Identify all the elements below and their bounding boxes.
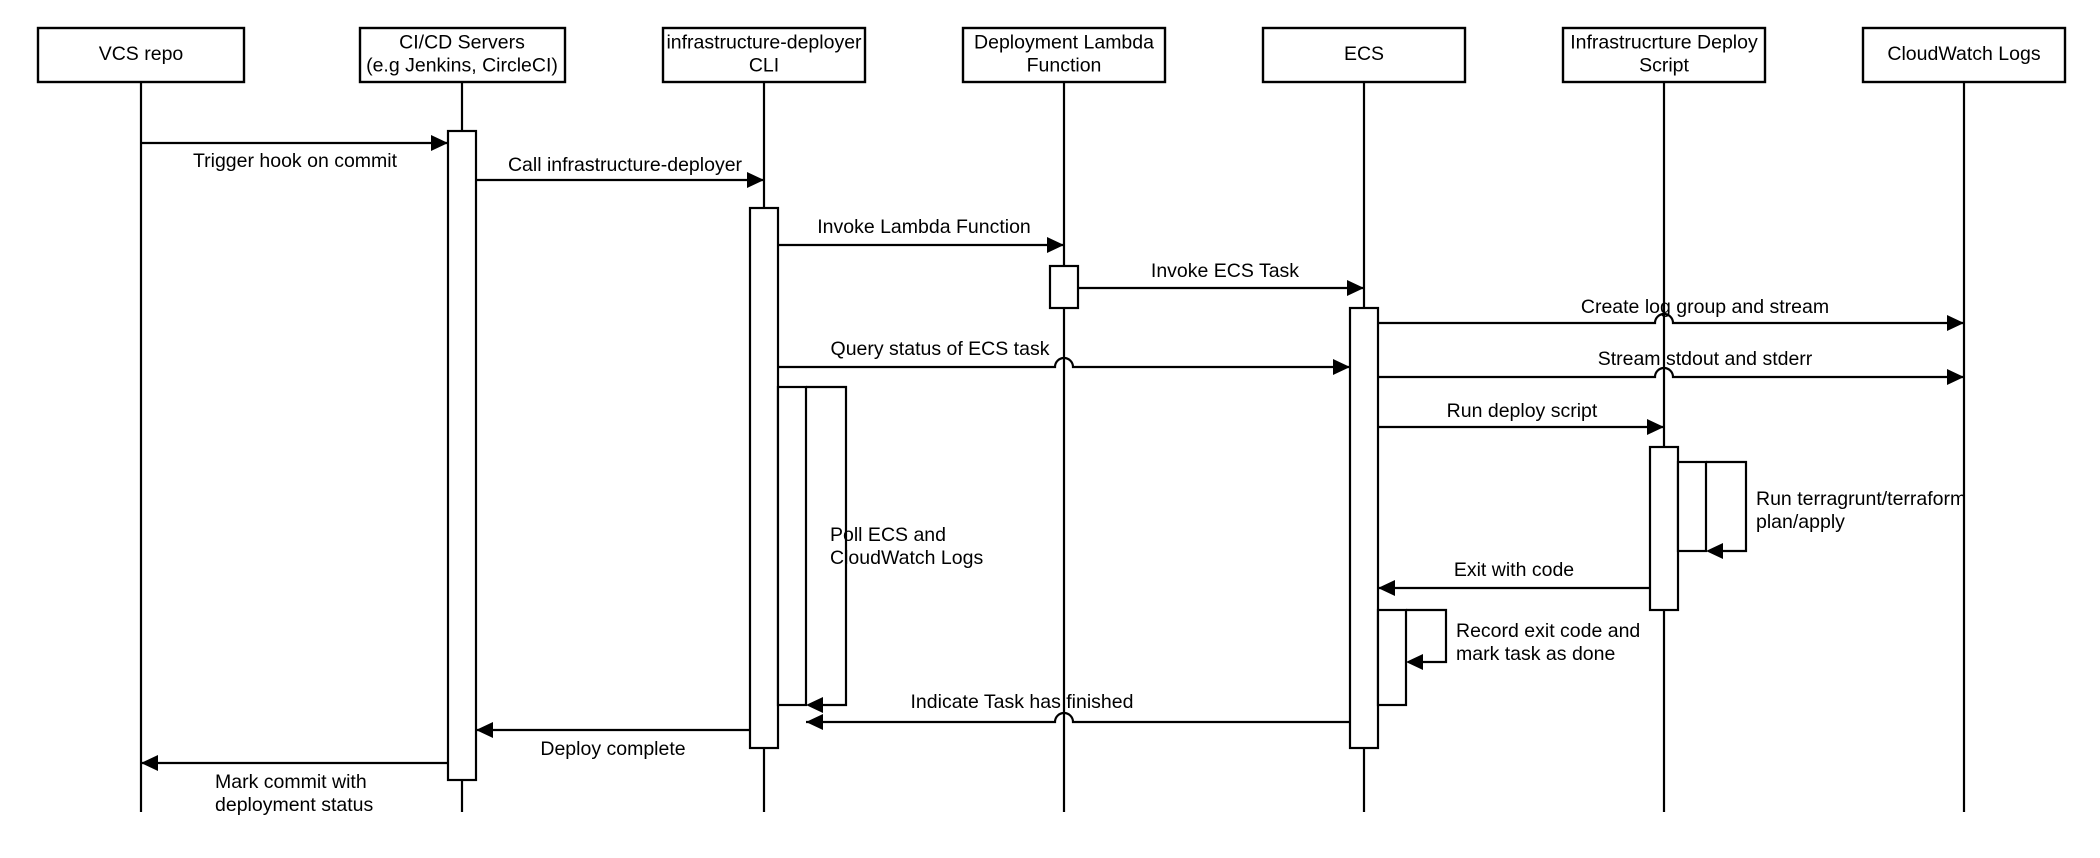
- participant-cicd[interactable]: CI/CD Servers(e.g Jenkins, CircleCI): [358, 26, 567, 84]
- participant-cloudwatch[interactable]: CloudWatch Logs: [1861, 26, 2067, 84]
- participant-label: CI/CD Servers(e.g Jenkins, CircleCI): [366, 32, 558, 77]
- message-m9: Exit with code: [1378, 559, 1650, 596]
- message-label: Indicate Task has finished: [911, 691, 1134, 713]
- arrow-head-right: [1947, 369, 1964, 385]
- participant-label: ECS: [1344, 43, 1384, 65]
- self-message-loop: [1406, 608, 1448, 664]
- message-m1: Trigger hook on commit: [141, 135, 448, 172]
- message-label: Query status of ECS task: [831, 338, 1050, 360]
- self-message-loop: [806, 385, 848, 707]
- message-m4: Invoke ECS Task: [1078, 260, 1364, 296]
- message-label: Trigger hook on commit: [193, 150, 398, 172]
- participant-box[interactable]: [1861, 26, 2067, 84]
- arrow-head-right: [431, 135, 448, 151]
- arrow-head-left: [1406, 654, 1423, 670]
- participant-vcs[interactable]: VCS repo: [36, 26, 246, 84]
- activation-bar-deployscript: [1676, 460, 1708, 553]
- message-m3: Invoke Lambda Function: [778, 216, 1064, 253]
- arrow-head-right: [1947, 315, 1964, 331]
- message-label: Run deploy script: [1447, 400, 1598, 422]
- participant-box[interactable]: [661, 26, 867, 84]
- participant-label: VCS repo: [99, 43, 184, 65]
- message-line: [1378, 366, 1964, 379]
- message-m5: Create log group and stream: [1378, 296, 1964, 331]
- participant-box[interactable]: [961, 26, 1167, 84]
- activation-bar-lambda: [1048, 264, 1080, 310]
- participants-layer: VCS repo CI/CD Servers(e.g Jenkins, Circl…: [36, 26, 2067, 84]
- message-label: Call infrastructure-deployer: [508, 154, 743, 176]
- arrow-head-left: [806, 714, 823, 730]
- activation-bar-ecs: [1376, 608, 1408, 707]
- arrow-head-right: [1347, 280, 1364, 296]
- message-label: Invoke Lambda Function: [817, 216, 1031, 238]
- participant-box[interactable]: [36, 26, 246, 84]
- message-m11: Deploy complete: [476, 722, 750, 760]
- participant-ecs[interactable]: ECS: [1261, 26, 1467, 84]
- arrow-head-left: [476, 722, 493, 738]
- activation-bar-ecs: [1348, 306, 1380, 750]
- message-label: Exit with code: [1454, 559, 1574, 581]
- messages-layer: Trigger hook on commit Call infrastructur…: [141, 135, 1964, 816]
- arrow-head-left: [1378, 580, 1395, 596]
- arrow-head-right: [1647, 419, 1664, 435]
- participant-label: CloudWatch Logs: [1887, 43, 2040, 65]
- participant-box[interactable]: [358, 26, 567, 84]
- message-m10: Indicate Task has finished: [806, 691, 1350, 730]
- message-label: Create log group and stream: [1581, 296, 1829, 318]
- message-m7: Stream stdout and stderr: [1378, 348, 1964, 385]
- arrow-head-left: [1706, 543, 1723, 559]
- participant-box[interactable]: [1261, 26, 1467, 84]
- participant-box[interactable]: [1561, 26, 1767, 84]
- message-line: [1378, 312, 1964, 325]
- self-message-loop: [1706, 460, 1748, 553]
- message-m2: Call infrastructure-deployer: [476, 154, 764, 188]
- message-m8: Run deploy script: [1378, 400, 1664, 435]
- message-label: Stream stdout and stderr: [1598, 348, 1813, 370]
- message-label: Deploy complete: [540, 738, 685, 760]
- message-label: Invoke ECS Task: [1151, 260, 1299, 282]
- message-m6: Query status of ECS task: [778, 338, 1350, 375]
- activation-bar-cicd: [446, 129, 478, 782]
- arrow-head-right: [747, 172, 764, 188]
- arrow-head-right: [1047, 237, 1064, 253]
- arrow-head-left: [141, 755, 158, 771]
- arrow-head-left: [806, 697, 823, 713]
- message-line: [778, 356, 1350, 369]
- activation-bar-cli: [776, 385, 808, 707]
- activation-bar-deployscript: [1648, 445, 1680, 612]
- message-line: [806, 711, 1350, 724]
- activations-layer: [446, 129, 1708, 782]
- arrow-head-right: [1333, 359, 1350, 375]
- activation-bar-cli: [748, 206, 780, 750]
